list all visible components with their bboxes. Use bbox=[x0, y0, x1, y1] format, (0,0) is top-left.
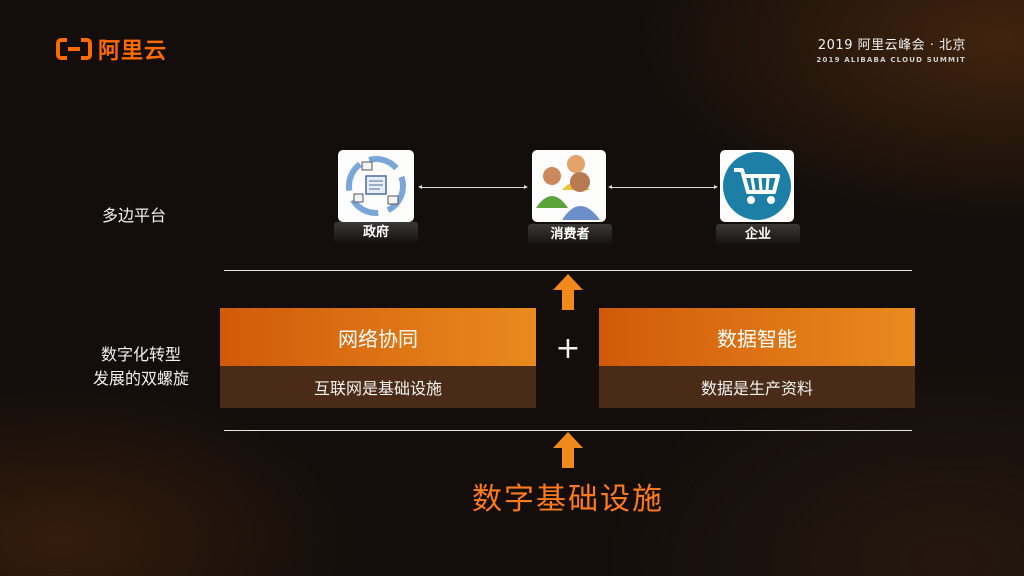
connector-gov-consumer bbox=[418, 185, 528, 189]
plus-sign: + bbox=[555, 331, 581, 366]
summit-title-cn: 2019 阿里云峰会 · 北京 bbox=[817, 38, 966, 53]
network-collaboration-subtitle: 互联网是基础设施 bbox=[220, 366, 536, 408]
network-collaboration-box: 网络协同 互联网是基础设施 bbox=[220, 308, 536, 408]
data-intelligence-title: 数据智能 bbox=[599, 308, 915, 366]
network-collaboration-title: 网络协同 bbox=[220, 308, 536, 366]
digital-infrastructure-title: 数字基础设施 bbox=[472, 482, 664, 517]
double-helix-label-line2: 发展的双螺旋 bbox=[92, 369, 189, 388]
consumers-label: 消费者 bbox=[528, 224, 612, 246]
double-helix-label: 数字化转型 发展的双螺旋 bbox=[80, 343, 202, 391]
divider-top bbox=[224, 270, 912, 271]
up-arrow-icon bbox=[553, 274, 583, 310]
data-intelligence-subtitle: 数据是生产资料 bbox=[599, 366, 915, 408]
government-icon bbox=[338, 150, 414, 222]
alibaba-cloud-logo: 阿里云 bbox=[56, 34, 167, 64]
up-arrow-icon bbox=[553, 432, 583, 468]
government-label: 政府 bbox=[334, 222, 418, 244]
summit-branding: 2019 阿里云峰会 · 北京 2019 ALIBABA CLOUD SUMMI… bbox=[816, 34, 966, 64]
alibaba-cloud-logo-mark-icon bbox=[56, 38, 92, 60]
logo-text: 阿里云 bbox=[98, 39, 168, 64]
data-intelligence-box: 数据智能 数据是生产资料 bbox=[599, 308, 915, 408]
enterprise-icon bbox=[720, 150, 794, 222]
connector-consumer-enterprise bbox=[608, 185, 718, 189]
divider-bottom bbox=[224, 430, 912, 431]
consumers-icon bbox=[532, 150, 606, 222]
summit-title-en: 2019 ALIBABA CLOUD SUMMIT bbox=[816, 56, 966, 64]
enterprise-label: 企业 bbox=[716, 224, 800, 246]
double-helix-label-line1: 数字化转型 bbox=[100, 345, 181, 364]
platform-label: 多边平台 bbox=[101, 206, 166, 225]
